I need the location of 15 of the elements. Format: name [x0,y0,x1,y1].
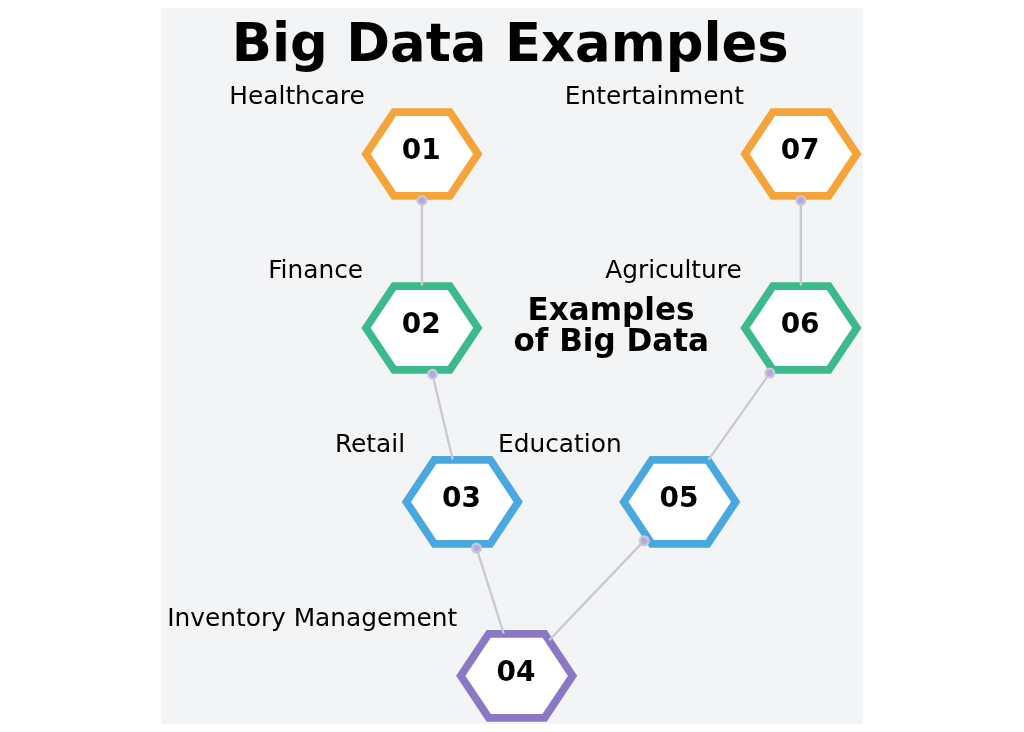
connector [795,194,807,286]
connector [416,194,428,286]
connector [707,367,776,461]
connector [548,535,650,641]
node-label: Agriculture [605,254,742,284]
node-label: Retail [334,428,406,458]
node-label: Entertainment [564,80,744,110]
diagram-title: Big Data Examples [231,12,789,74]
label: Examples of Big Data [513,291,710,359]
node-label: Education [498,428,622,458]
connector [427,368,454,460]
node-label: Finance [268,254,364,284]
connector [471,542,505,634]
node-label: Healthcare [229,80,365,110]
node-label: Inventory Management [167,602,458,632]
